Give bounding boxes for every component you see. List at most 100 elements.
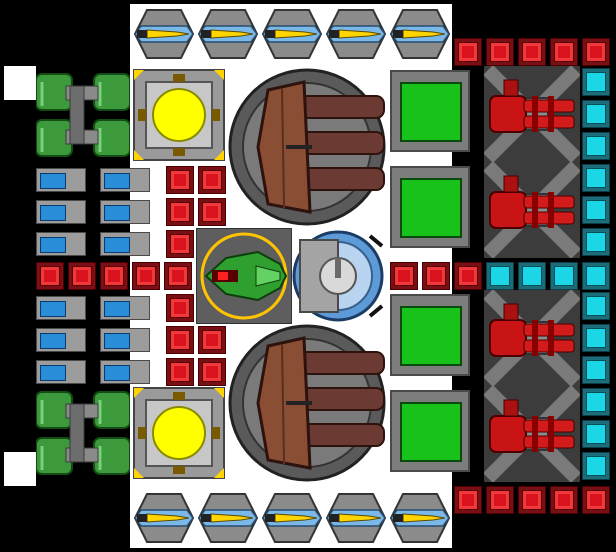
cyan-armor-block[interactable] [486, 262, 514, 290]
battery-icon [40, 205, 66, 221]
red-armor-block[interactable] [166, 198, 194, 226]
battery[interactable] [100, 168, 150, 192]
fuel-tank-icon [35, 73, 131, 157]
cannon-turret-top[interactable] [228, 68, 386, 226]
red-armor-block[interactable] [486, 486, 514, 514]
battery[interactable] [36, 168, 86, 192]
red-armor-block[interactable] [166, 166, 194, 194]
red-armor-block[interactable] [198, 326, 226, 354]
red-armor-block[interactable] [198, 166, 226, 194]
cyan-armor-block[interactable] [582, 420, 610, 448]
battery[interactable] [36, 296, 86, 320]
battery[interactable] [100, 232, 150, 256]
battery[interactable] [100, 360, 150, 384]
cyan-armor-block[interactable] [582, 164, 610, 192]
laser-turret[interactable] [483, 289, 581, 387]
red-armor-block[interactable] [166, 326, 194, 354]
red-armor-block[interactable] [422, 262, 450, 290]
thruster-icon [325, 9, 387, 59]
red-armor-block[interactable] [198, 198, 226, 226]
fuel-tank-bottom[interactable] [35, 386, 131, 480]
red-armor-block[interactable] [454, 38, 482, 66]
fuel-tank-top[interactable] [35, 68, 131, 162]
thruster-icon [261, 493, 323, 543]
cyan-armor-block[interactable] [582, 262, 610, 290]
thruster-top[interactable] [389, 6, 451, 62]
red-armor-block[interactable] [36, 262, 64, 290]
cyan-armor-block[interactable] [550, 262, 578, 290]
cannon-turret-bottom[interactable] [228, 324, 386, 482]
thruster-icon [325, 493, 387, 543]
solar-panel[interactable] [390, 70, 470, 152]
thruster-top[interactable] [197, 6, 259, 62]
solar-panel-icon [400, 306, 462, 366]
red-armor-block[interactable] [166, 230, 194, 258]
solar-panel[interactable] [390, 294, 470, 376]
thruster-icon [261, 9, 323, 59]
red-armor-block[interactable] [166, 294, 194, 322]
battery[interactable] [36, 232, 86, 256]
thruster-top[interactable] [325, 6, 387, 62]
red-armor-block[interactable] [518, 486, 546, 514]
red-armor-block[interactable] [164, 262, 192, 290]
battery-icon [40, 365, 66, 381]
cyan-armor-block[interactable] [582, 196, 610, 224]
red-armor-block[interactable] [518, 38, 546, 66]
red-armor-block[interactable] [198, 358, 226, 386]
cyan-armor-block[interactable] [582, 292, 610, 320]
red-armor-block[interactable] [582, 486, 610, 514]
thruster-icon [389, 9, 451, 59]
thruster-top[interactable] [133, 6, 195, 62]
red-armor-block[interactable] [166, 358, 194, 386]
battery-icon [40, 173, 66, 189]
red-armor-block[interactable] [390, 262, 418, 290]
cyan-armor-block[interactable] [582, 68, 610, 96]
red-armor-block[interactable] [132, 262, 160, 290]
thruster-icon [133, 9, 195, 59]
laser-turret-icon [483, 161, 581, 259]
battery[interactable] [100, 200, 150, 224]
reactor-top[interactable] [132, 68, 226, 162]
thruster-bottom[interactable] [197, 490, 259, 546]
solar-panel[interactable] [390, 166, 470, 248]
thruster-bottom[interactable] [133, 490, 195, 546]
fuel-tank-icon [35, 391, 131, 475]
laser-turret[interactable] [483, 65, 581, 163]
red-armor-block[interactable] [486, 38, 514, 66]
battery[interactable] [100, 296, 150, 320]
red-armor-block[interactable] [582, 38, 610, 66]
battery[interactable] [36, 360, 86, 384]
laser-turret-icon [483, 385, 581, 483]
thruster-bottom[interactable] [389, 490, 451, 546]
cyan-armor-block[interactable] [582, 452, 610, 480]
thruster-top[interactable] [261, 6, 323, 62]
laser-turret[interactable] [483, 385, 581, 483]
battery-icon [104, 365, 130, 381]
red-armor-block[interactable] [68, 262, 96, 290]
cyan-armor-block[interactable] [582, 132, 610, 160]
red-armor-block[interactable] [454, 262, 482, 290]
cyan-armor-block[interactable] [582, 388, 610, 416]
red-armor-block[interactable] [100, 262, 128, 290]
battery[interactable] [100, 328, 150, 352]
red-armor-block[interactable] [454, 486, 482, 514]
cyan-armor-block[interactable] [582, 228, 610, 256]
red-armor-block[interactable] [550, 486, 578, 514]
thruster-bottom[interactable] [261, 490, 323, 546]
battery[interactable] [36, 200, 86, 224]
red-armor-block[interactable] [550, 38, 578, 66]
laser-turret[interactable] [483, 161, 581, 259]
battery-icon [104, 301, 130, 317]
cyan-armor-block[interactable] [582, 100, 610, 128]
thruster-icon [197, 493, 259, 543]
cyan-armor-block[interactable] [518, 262, 546, 290]
cockpit[interactable] [195, 227, 293, 325]
solar-panel[interactable] [390, 390, 470, 472]
cyan-armor-block[interactable] [582, 324, 610, 352]
reactor-bottom[interactable] [132, 386, 226, 480]
thruster-bottom[interactable] [325, 490, 387, 546]
shield-generator[interactable] [292, 228, 388, 324]
reactor-icon [133, 387, 225, 479]
cyan-armor-block[interactable] [582, 356, 610, 384]
battery[interactable] [36, 328, 86, 352]
